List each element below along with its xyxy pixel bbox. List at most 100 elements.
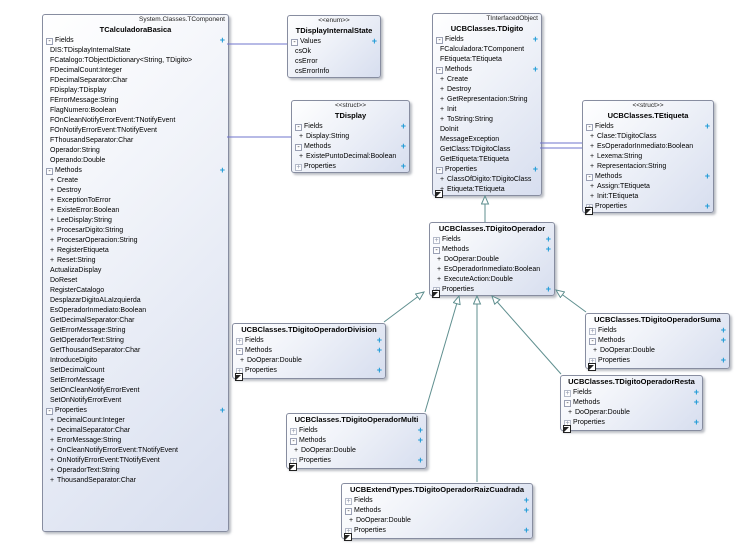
member-row[interactable]: +Init:TEtiqueta bbox=[583, 192, 713, 202]
member-row[interactable]: csErrorInfo bbox=[288, 67, 380, 77]
member-row[interactable]: GetClass:TDigitoClass bbox=[433, 145, 541, 155]
member-row[interactable]: FDecimalCount:Integer bbox=[43, 66, 228, 76]
section-fields[interactable]: +Fields+ bbox=[586, 326, 729, 336]
member-row[interactable]: csOk bbox=[288, 47, 380, 57]
section-properties[interactable]: +Properties+ bbox=[292, 162, 409, 172]
collapse-icon[interactable]: - bbox=[586, 124, 593, 131]
member-row[interactable]: +Init bbox=[433, 105, 541, 115]
member-row[interactable]: DoInit bbox=[433, 125, 541, 135]
collapse-icon[interactable]: - bbox=[46, 168, 53, 175]
member-row[interactable]: +ProcesarOperacion:String bbox=[43, 236, 228, 246]
section-properties[interactable]: -Properties+ bbox=[433, 165, 541, 175]
member-row[interactable]: +ExisteError:Boolean bbox=[43, 206, 228, 216]
member-row[interactable]: FlagNumero:Boolean bbox=[43, 106, 228, 116]
member-row[interactable]: GetErrorMessage:String bbox=[43, 326, 228, 336]
section-values[interactable]: -Values+ bbox=[288, 37, 380, 47]
section-add-icon[interactable]: + bbox=[720, 326, 726, 335]
section-add-icon[interactable]: + bbox=[720, 336, 726, 345]
class-etiqueta[interactable]: <<struct>>UCBClasses.TEtiqueta-Fields++C… bbox=[582, 100, 714, 215]
section-add-icon[interactable]: + bbox=[532, 165, 538, 174]
member-row[interactable]: MessageException bbox=[433, 135, 541, 145]
member-row[interactable]: +DoOperar:Double bbox=[342, 516, 532, 526]
section-add-icon[interactable]: + bbox=[704, 122, 710, 131]
member-row[interactable]: GetDecimalSeparator:Char bbox=[43, 316, 228, 326]
collapse-icon[interactable]: - bbox=[295, 124, 302, 131]
section-add-icon[interactable]: + bbox=[400, 122, 406, 131]
corner-expand-icon[interactable] bbox=[235, 373, 243, 381]
member-row[interactable]: +DecimalSeparator:Char bbox=[43, 426, 228, 436]
member-row[interactable]: FCatalogo:TObjectDictionary<String, TDig… bbox=[43, 56, 228, 66]
member-row[interactable]: +Create bbox=[433, 75, 541, 85]
class-operador[interactable]: UCBClasses.TDigitoOperador+Fields+-Metho… bbox=[429, 222, 555, 298]
section-properties[interactable]: +Properties+ bbox=[583, 202, 713, 212]
class-multi[interactable]: UCBClasses.TDigitoOperadorMulti+Fields+-… bbox=[286, 413, 427, 471]
collapse-icon[interactable]: - bbox=[564, 400, 571, 407]
section-add-icon[interactable]: + bbox=[400, 162, 406, 171]
class-display[interactable]: <<struct>>TDisplay-Fields++Display:Strin… bbox=[291, 100, 410, 173]
section-properties[interactable]: +Properties+ bbox=[586, 356, 729, 366]
member-row[interactable]: +ProcesarDigito:String bbox=[43, 226, 228, 236]
section-add-icon[interactable]: + bbox=[523, 526, 529, 535]
section-methods[interactable]: -Methods+ bbox=[342, 506, 532, 516]
collapse-icon[interactable]: - bbox=[295, 144, 302, 151]
member-row[interactable]: IntroduceDigito bbox=[43, 356, 228, 366]
member-row[interactable]: +ThousandSeparator:Char bbox=[43, 476, 228, 486]
collapse-icon[interactable]: - bbox=[436, 37, 443, 44]
member-row[interactable]: SetErrorMessage bbox=[43, 376, 228, 386]
section-fields[interactable]: -Fields+ bbox=[292, 122, 409, 132]
corner-expand-icon[interactable] bbox=[289, 463, 297, 471]
member-row[interactable]: +Representacion:String bbox=[583, 162, 713, 172]
member-row[interactable]: GetOperadorText:String bbox=[43, 336, 228, 346]
corner-expand-icon[interactable] bbox=[563, 425, 571, 433]
section-methods[interactable]: -Methods+ bbox=[586, 336, 729, 346]
member-row[interactable]: csError bbox=[288, 57, 380, 67]
section-methods[interactable]: -Methods+ bbox=[430, 245, 554, 255]
member-row[interactable]: +ToString:String bbox=[433, 115, 541, 125]
member-row[interactable]: FErrorMessage:String bbox=[43, 96, 228, 106]
member-row[interactable]: DoReset bbox=[43, 276, 228, 286]
expand-icon[interactable]: + bbox=[345, 498, 352, 505]
member-row[interactable]: +Display:String bbox=[292, 132, 409, 142]
class-suma[interactable]: UCBClasses.TDigitoOperadorSuma+Fields+-M… bbox=[585, 313, 730, 371]
member-row[interactable]: +EsOperadorInmediato:Boolean bbox=[430, 265, 554, 275]
section-properties[interactable]: +Properties+ bbox=[430, 285, 554, 295]
section-add-icon[interactable]: + bbox=[219, 406, 225, 415]
member-row[interactable]: +ExceptionToError bbox=[43, 196, 228, 206]
member-row[interactable]: +Lexema:String bbox=[583, 152, 713, 162]
section-methods[interactable]: -Methods+ bbox=[561, 398, 702, 408]
section-methods[interactable]: -Methods+ bbox=[287, 436, 426, 446]
section-add-icon[interactable]: + bbox=[545, 235, 551, 244]
expand-icon[interactable]: + bbox=[236, 338, 243, 345]
member-row[interactable]: +RegisterEtiqueta bbox=[43, 246, 228, 256]
member-row[interactable]: Operando:Double bbox=[43, 156, 228, 166]
member-row[interactable]: +Create bbox=[43, 176, 228, 186]
member-row[interactable]: FThousandSeparator:Char bbox=[43, 136, 228, 146]
section-add-icon[interactable]: + bbox=[219, 36, 225, 45]
collapse-icon[interactable]: - bbox=[436, 67, 443, 74]
section-methods[interactable]: -Methods+ bbox=[583, 172, 713, 182]
section-add-icon[interactable]: + bbox=[376, 366, 382, 375]
member-row[interactable]: +DoOperar:Double bbox=[430, 255, 554, 265]
section-fields[interactable]: +Fields+ bbox=[430, 235, 554, 245]
member-row[interactable]: +OnNotifyErrorEvent:TNotifyEvent bbox=[43, 456, 228, 466]
section-add-icon[interactable]: + bbox=[371, 37, 377, 46]
section-properties[interactable]: -Properties+ bbox=[43, 406, 228, 416]
member-row[interactable]: +DoOperar:Double bbox=[561, 408, 702, 418]
section-fields[interactable]: +Fields+ bbox=[233, 336, 385, 346]
class-resta[interactable]: UCBClasses.TDigitoOperadorResta+Fields+-… bbox=[560, 375, 703, 433]
collapse-icon[interactable]: - bbox=[345, 508, 352, 515]
section-methods[interactable]: -Methods+ bbox=[43, 166, 228, 176]
collapse-icon[interactable]: - bbox=[589, 338, 596, 345]
member-row[interactable]: +OnCleanNotifyErrorEvent:TNotifyEvent bbox=[43, 446, 228, 456]
section-methods[interactable]: -Methods+ bbox=[292, 142, 409, 152]
member-row[interactable]: +Clase:TDigitoClass bbox=[583, 132, 713, 142]
section-add-icon[interactable]: + bbox=[693, 388, 699, 397]
corner-expand-icon[interactable] bbox=[588, 363, 596, 371]
corner-expand-icon[interactable] bbox=[432, 290, 440, 298]
section-methods[interactable]: -Methods+ bbox=[233, 346, 385, 356]
section-add-icon[interactable]: + bbox=[376, 336, 382, 345]
corner-expand-icon[interactable] bbox=[585, 207, 593, 215]
collapse-icon[interactable]: - bbox=[586, 174, 593, 181]
